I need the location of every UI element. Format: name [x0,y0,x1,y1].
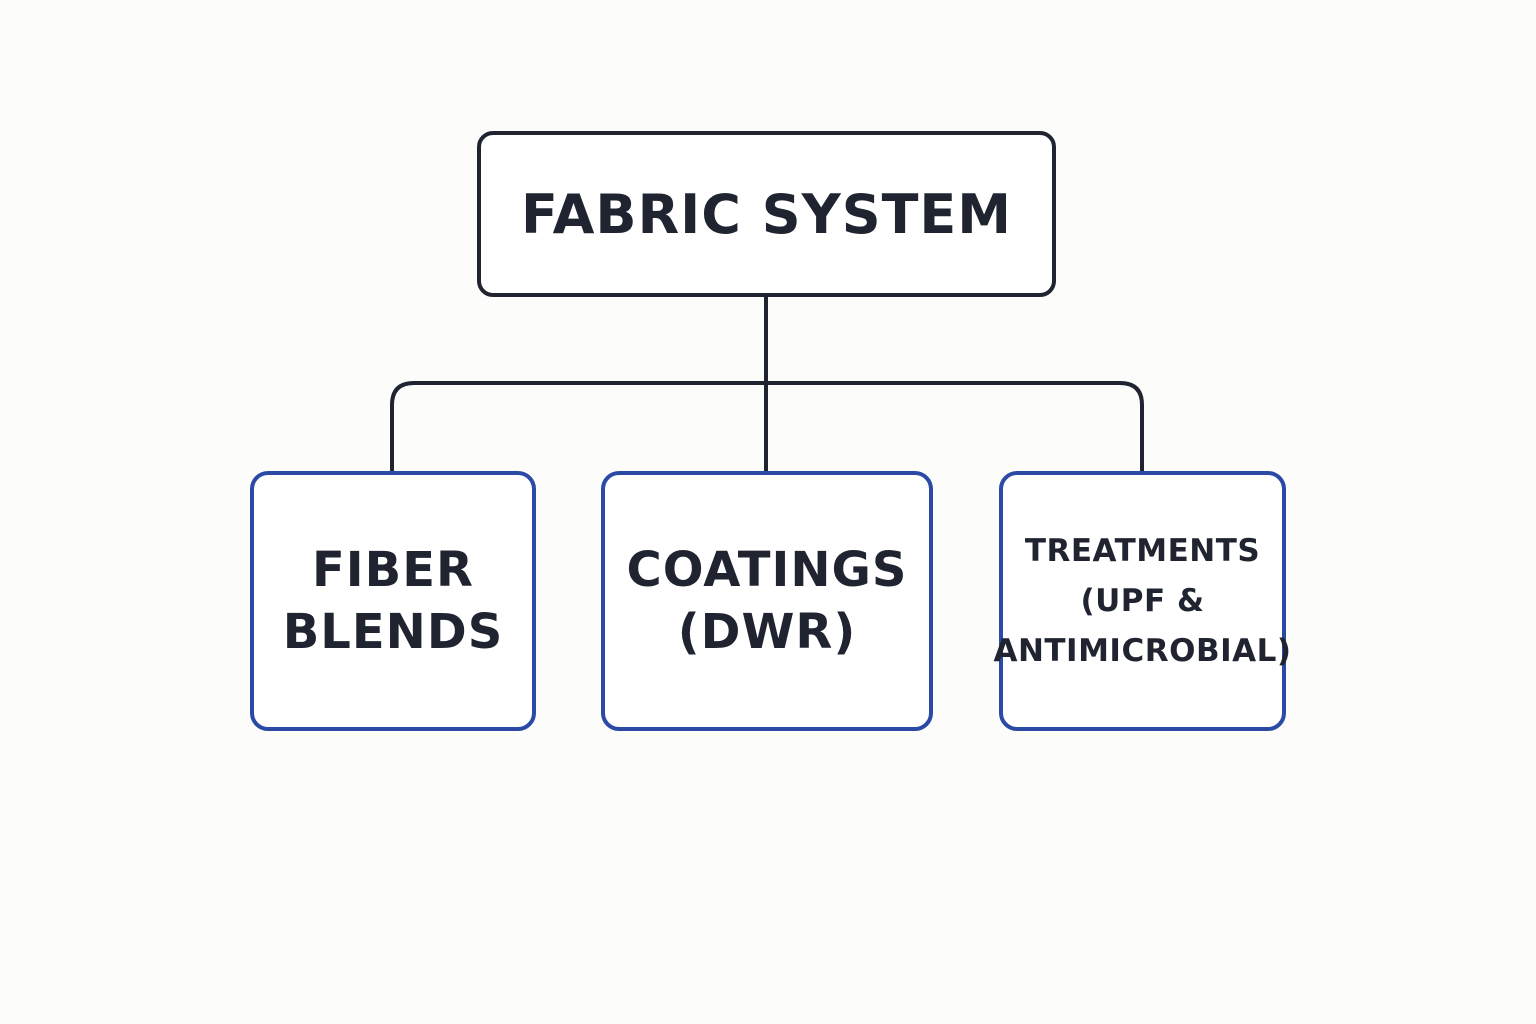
child-node-2-line-2: (DWR) [677,604,857,660]
child-node-fiber-blends: FIBER BLENDS [250,471,536,731]
child-node-coatings-dwr: COATINGS (DWR) [601,471,933,731]
child-node-1-line-2: BLENDS [282,604,504,660]
child-node-1-line-1: FIBER [312,542,474,598]
child-node-treatments: TREATMENTS (UPF & ANTIMICROBIAL) [993,471,1291,731]
root-node-fabric-system: FABRIC SYSTEM [477,131,1056,297]
root-node-label: FABRIC SYSTEM [520,182,1013,246]
child-node-3-line-3: ANTIMICROBIAL) [993,633,1292,669]
child-node-3-line-1: TREATMENTS [1024,533,1261,569]
child-node-2-line-1: COATINGS [626,542,908,598]
child-node-3-line-2: (UPF & [1080,583,1205,619]
